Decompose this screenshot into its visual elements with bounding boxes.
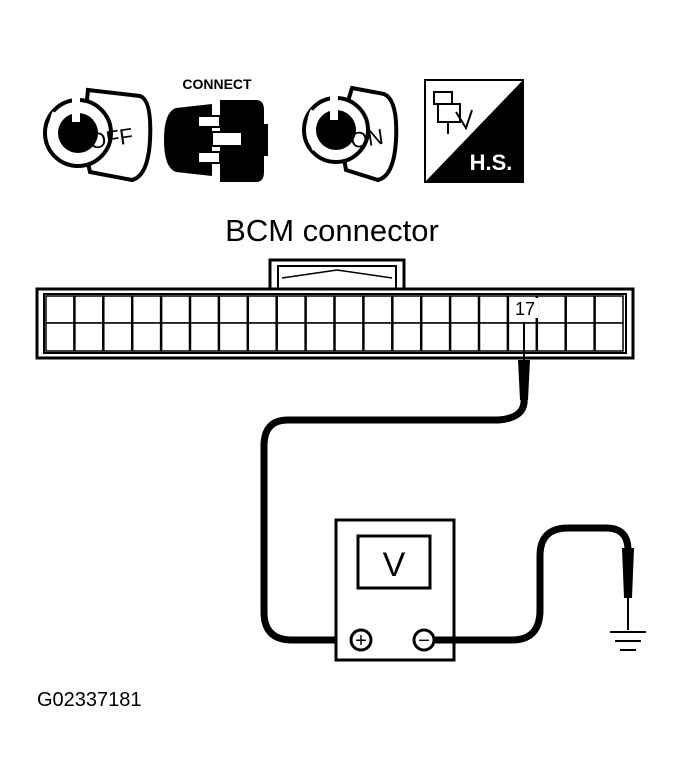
connector-cavity bbox=[131, 295, 162, 324]
ignition-key-on-icon: ON bbox=[302, 85, 399, 183]
connector-cavity bbox=[363, 322, 393, 352]
negative-terminal: − bbox=[412, 628, 436, 652]
connector-cavity bbox=[420, 295, 451, 324]
connector-cavity bbox=[478, 322, 509, 352]
connector-cavity bbox=[74, 295, 104, 324]
connector-cavity bbox=[536, 322, 566, 352]
connector-connect-icon: CONNECT bbox=[164, 76, 268, 182]
connector-cavity bbox=[160, 322, 191, 352]
connector-cavity bbox=[507, 322, 538, 352]
figure-code: G02337181 bbox=[37, 689, 142, 711]
connector-cavity bbox=[189, 295, 220, 324]
connector-cavity bbox=[305, 295, 335, 324]
connector-cavity bbox=[247, 322, 277, 352]
connector-cavity bbox=[103, 322, 133, 352]
connector-cavity bbox=[334, 295, 364, 324]
connector-cavity bbox=[189, 322, 220, 352]
connector-cavity bbox=[392, 295, 422, 324]
negative-probe bbox=[434, 524, 634, 644]
connector-cavity bbox=[334, 322, 364, 352]
ignition-on-label: ON bbox=[349, 124, 385, 153]
connector-cavity bbox=[218, 322, 249, 352]
ignition-off-label: OFF bbox=[87, 123, 134, 154]
connector-cavity bbox=[594, 322, 624, 352]
harness-hs-icon: H.S. bbox=[424, 79, 524, 183]
connector-cavity-grid bbox=[45, 295, 624, 352]
connector-cavity bbox=[363, 295, 393, 324]
connector-cavity bbox=[218, 295, 249, 324]
connector-cavity bbox=[565, 295, 595, 324]
terminal-17-label: 17 bbox=[515, 299, 535, 319]
hs-label: H.S. bbox=[470, 150, 513, 175]
connector-cavity bbox=[103, 295, 133, 324]
connector-cavity bbox=[45, 295, 75, 324]
bcm-connector: 17 bbox=[35, 258, 635, 360]
connector-cavity bbox=[536, 295, 566, 324]
connector-cavity bbox=[449, 295, 480, 324]
connector-cavity bbox=[594, 295, 624, 324]
ground-icon bbox=[610, 631, 646, 651]
connector-cavity bbox=[449, 322, 480, 352]
meter-display: V bbox=[383, 546, 406, 584]
connector-cavity bbox=[74, 322, 104, 352]
connector-cavity bbox=[392, 322, 422, 352]
positive-symbol: + bbox=[355, 630, 367, 652]
connector-cavity bbox=[131, 322, 162, 352]
connector-cavity bbox=[305, 322, 335, 352]
positive-probe bbox=[260, 322, 530, 644]
positive-terminal: + bbox=[349, 628, 373, 652]
connector-cavity bbox=[565, 322, 595, 352]
connector-title: BCM connector bbox=[225, 213, 439, 248]
connector-cavity bbox=[276, 295, 306, 324]
connector-cavity bbox=[160, 295, 191, 324]
negative-symbol: − bbox=[418, 630, 430, 652]
connect-label: CONNECT bbox=[182, 76, 252, 92]
connector-cavity bbox=[276, 322, 306, 352]
connector-cavity bbox=[420, 322, 451, 352]
connector-cavity bbox=[45, 322, 75, 352]
ignition-key-off-icon: OFF bbox=[43, 87, 153, 183]
connector-cavity bbox=[247, 295, 277, 324]
connector-cavity bbox=[478, 295, 509, 324]
